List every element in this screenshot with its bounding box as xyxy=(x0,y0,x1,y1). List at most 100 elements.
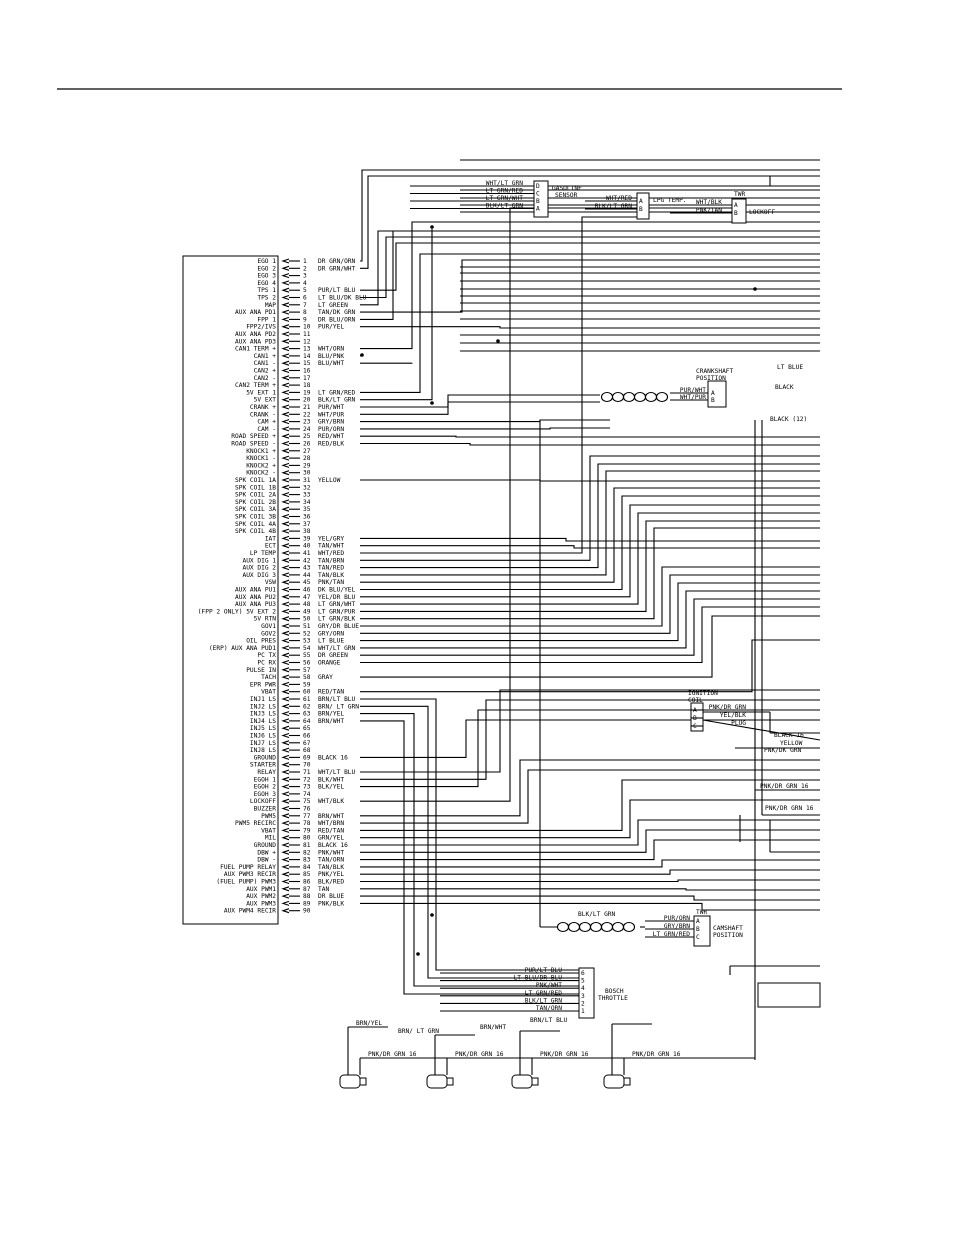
ecm-pin-number: 19 xyxy=(303,389,311,396)
bosch_throttle-pin: 3 xyxy=(581,993,585,1000)
terminal-mark xyxy=(281,842,290,848)
ecm-pin-number: 13 xyxy=(303,346,311,353)
ecm-pin-number: 45 xyxy=(303,579,311,586)
ecm-pin-number: 8 xyxy=(303,309,307,316)
terminal-mark xyxy=(281,696,290,702)
ecm-pin-wire: DR BLU/ORN xyxy=(318,316,356,323)
injector-body xyxy=(511,1074,533,1089)
ecm-pin-wire: RED/TAN xyxy=(318,689,344,696)
ecm-pin-name: CRANK + xyxy=(250,404,276,411)
gasoline-sensor-title-2: SENSOR xyxy=(555,192,578,199)
terminal-mark xyxy=(281,893,290,899)
ecm-pin-number: 78 xyxy=(303,820,311,827)
ecm-pin-wire: GRY/ORN xyxy=(318,630,344,637)
wire-pin-2 xyxy=(360,175,820,269)
right-side-labels: LT BLUE BLACK BLACK (12) BLACK 16 YELLOW… xyxy=(760,364,814,812)
bosch_throttle-pin: 5 xyxy=(581,978,585,985)
ecm-pin-number: 21 xyxy=(303,404,311,411)
ecm-pin-number: 35 xyxy=(303,506,311,513)
ecm-pin-name: CAN2 + xyxy=(254,368,277,375)
aux-connector-box xyxy=(757,982,821,1008)
splice-dot xyxy=(430,913,434,917)
lpg_temp-wire-label: BLK/LT GRN xyxy=(595,203,633,210)
splice-dot xyxy=(496,339,500,343)
ecm-pin-number: 63 xyxy=(303,711,311,718)
label-pnk-dr-grn-16-a: PNK/DR GRN 16 xyxy=(760,783,809,790)
ecm-pin-name: SPK COIL 1A xyxy=(235,477,276,484)
wire-pin-53 xyxy=(360,582,820,642)
label-pnk-dr-grn-16-b: PNK/DR GRN 16 xyxy=(765,805,814,812)
ecm-pin-name: OIL PRES xyxy=(246,638,276,645)
crankshaft-title-2: POSITION xyxy=(696,375,726,382)
ecm-pin-wire: BLACK 16 xyxy=(318,754,348,761)
ecm-pin-number: 16 xyxy=(303,368,311,375)
ecm-pin-wire: BLK/WHT xyxy=(318,776,344,783)
terminal-mark xyxy=(281,579,290,585)
terminal-mark xyxy=(281,411,290,417)
ecm-pin-name: SPK COIL 3B xyxy=(235,514,276,521)
ecm-pin-name: CAM - xyxy=(257,426,276,433)
ecm-pin-name: INJ8 LS xyxy=(250,747,276,754)
ecm-pin-wire: WHT/LT GRN xyxy=(318,645,356,652)
wire-pin-9 xyxy=(360,230,820,320)
ecm-pin-number: 5 xyxy=(303,287,307,294)
ecm-pin-name: SPK COIL 4A xyxy=(235,521,276,528)
twisted-pair-loop xyxy=(644,391,658,403)
camshaft-top-wire: BLK/LT GRN xyxy=(578,911,616,918)
ecm-pin-name: CAN1 + xyxy=(254,353,277,360)
ecm-pin-wire: DR BLUE xyxy=(318,893,344,900)
terminal-mark xyxy=(281,528,290,534)
wire-pin-78 xyxy=(360,769,820,824)
twisted-pair-loop xyxy=(611,391,625,403)
ecm-pin-number: 40 xyxy=(303,543,311,550)
terminal-mark xyxy=(281,652,290,658)
terminal-mark xyxy=(281,871,290,877)
ecm-pin-name: VBAT xyxy=(261,827,276,834)
ecm-pin-name: CAN1 TERM + xyxy=(235,346,276,353)
bosch_throttle-pin: 4 xyxy=(581,985,585,992)
ecm-pin-number: 71 xyxy=(303,769,311,776)
terminal-mark xyxy=(281,426,290,432)
wire-pin-39 xyxy=(360,537,820,542)
terminal-mark xyxy=(281,608,290,614)
ecm-pin-name: KNOCK1 - xyxy=(246,455,276,462)
twisted-pair-loop xyxy=(611,921,625,933)
ecm-pin-name: AUX PWM1 xyxy=(246,886,276,893)
terminal-mark xyxy=(281,353,290,359)
ecm-pin-wire: DK BLU/YEL xyxy=(318,587,356,594)
ecm-pin-wire: RED/BLK xyxy=(318,441,344,448)
wire-pin-75 xyxy=(360,207,732,802)
ecm-pin-number: 30 xyxy=(303,470,311,477)
ecm-pin-name: AUX PWM3 xyxy=(246,900,276,907)
injector-power-label: PNK/DR GRN 16 xyxy=(368,1051,417,1058)
ecm-pin-number: 47 xyxy=(303,594,311,601)
crankshaft-pin: B xyxy=(711,397,715,404)
splice-dot xyxy=(753,287,757,291)
ecm-pin-number: 77 xyxy=(303,813,311,820)
ecm-pin-number: 86 xyxy=(303,879,311,886)
injector-body xyxy=(426,1074,448,1089)
bosch_throttle-wire-label: LT BLU/DR BLU xyxy=(514,975,563,982)
ecm-pin-name: AUX DIG 1 xyxy=(242,557,276,564)
wire-pin-42 xyxy=(360,455,820,561)
ecm-pin-wire: GRY/BRN xyxy=(318,419,344,426)
ecm-pin-number: 23 xyxy=(303,419,311,426)
terminal-mark xyxy=(281,565,290,571)
terminal-mark xyxy=(281,813,290,819)
wire-pin-72 xyxy=(360,699,820,780)
terminal-mark xyxy=(281,521,290,527)
ecm-pin-number: 59 xyxy=(303,681,311,688)
ecm-pin-wire: YEL/GRY xyxy=(318,535,344,542)
terminal-mark xyxy=(281,681,290,687)
bosch_throttle-wire-label: PNK/WHT xyxy=(536,982,562,989)
wire-pin-51 xyxy=(360,566,820,627)
ecm-pin-number: 36 xyxy=(303,514,311,521)
ecm-pin-number: 64 xyxy=(303,718,311,725)
ecm-pin-name: KNOCK2 - xyxy=(246,470,276,477)
ecm-pin-name: AUX PWM4 RECIR xyxy=(224,908,276,915)
ecm-pin-number: 3 xyxy=(303,273,307,280)
terminal-mark xyxy=(281,762,290,768)
